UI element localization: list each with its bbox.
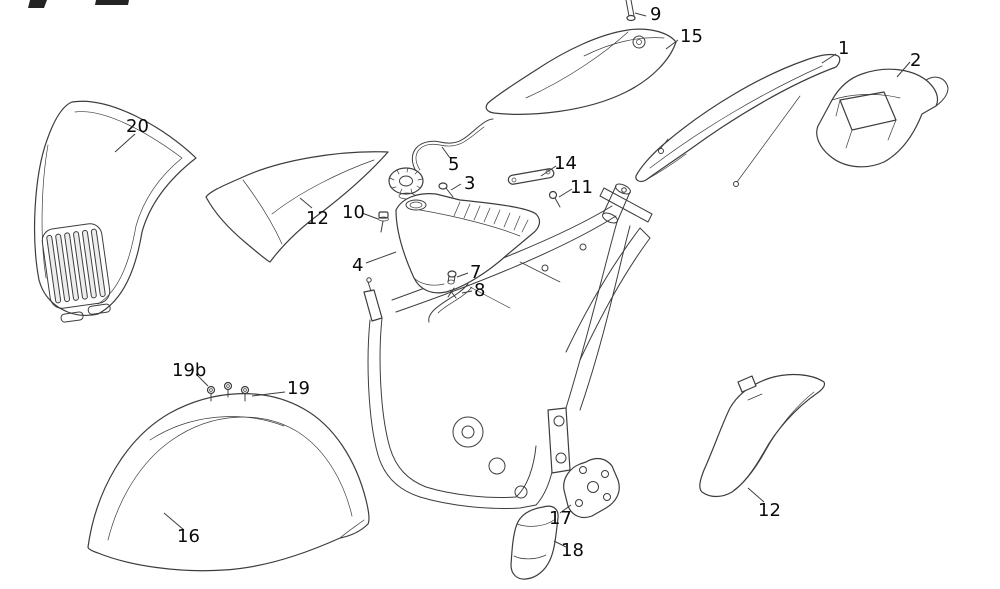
part-screw-3 [438, 182, 454, 198]
callout-12-right: 12 [747, 487, 781, 521]
callout-17: 17 [549, 504, 572, 529]
callout-label-20: 20 [126, 116, 149, 137]
callout-label-15: 15 [680, 26, 703, 47]
callout-19b: 19b [172, 360, 209, 387]
part-fender-screws-19 [206, 381, 250, 402]
callout-label-5: 5 [448, 154, 459, 175]
callout-5: 5 [441, 146, 459, 175]
callout-2: 2 [896, 50, 921, 78]
callout-label-8: 8 [474, 280, 485, 301]
callout-label-19b: 19b [172, 360, 206, 381]
callout-label-17: 17 [549, 508, 572, 529]
callout-label-9: 9 [650, 4, 661, 25]
part-bolt-10 [378, 211, 389, 233]
callout-11: 11 [558, 177, 593, 198]
part-bracket-14 [507, 168, 555, 185]
frame [363, 183, 653, 510]
part-rear-inner-fender [816, 68, 949, 168]
callouts: 20 12 5 3 10 4 14 11 [114, 4, 921, 561]
callout-12-left: 12 [299, 197, 329, 229]
callout-label-1: 1 [838, 38, 849, 59]
callout-14: 14 [540, 153, 577, 177]
part-bolt-9 [625, 0, 636, 22]
part-fuel-hose-8 [428, 283, 473, 323]
callout-label-16: 16 [177, 526, 200, 547]
callout-19: 19 [251, 378, 310, 399]
part-fitting-7 [447, 270, 457, 285]
callout-label-14: 14 [554, 153, 577, 174]
callout-label-19: 19 [287, 378, 310, 399]
callout-label-7: 7 [470, 262, 481, 283]
callout-1: 1 [821, 38, 849, 64]
callout-label-12-left: 12 [306, 208, 329, 229]
part-front-fender [87, 393, 370, 572]
part-headlight-mask [34, 100, 197, 323]
callout-label-10: 10 [342, 202, 365, 223]
callout-20: 20 [114, 116, 149, 153]
part-left-radiator-shroud [205, 151, 389, 263]
part-screw-11 [548, 190, 561, 208]
callout-16: 16 [163, 512, 200, 547]
cropped-watermark [28, 0, 129, 8]
callout-15: 15 [665, 26, 703, 50]
part-seat [485, 28, 677, 115]
callout-label-2: 2 [910, 50, 921, 71]
callout-label-12-right: 12 [758, 500, 781, 521]
part-gasket-17 [563, 457, 620, 519]
callout-label-4: 4 [352, 255, 363, 276]
part-intake-duct-18 [510, 505, 559, 580]
callout-label-18: 18 [561, 540, 584, 561]
callout-label-3: 3 [464, 173, 475, 194]
callout-label-11: 11 [570, 177, 593, 198]
callout-7: 7 [456, 262, 481, 283]
callout-3: 3 [450, 173, 475, 194]
part-right-radiator-shroud [699, 373, 826, 498]
part-fuel-cap [388, 167, 424, 200]
callout-10: 10 [342, 202, 379, 223]
callout-18: 18 [553, 540, 584, 561]
part-rear-fender [635, 54, 841, 187]
part-fuel-tank [395, 193, 541, 294]
callout-9: 9 [634, 4, 661, 25]
callout-4: 4 [352, 251, 397, 276]
callout-8: 8 [461, 280, 485, 301]
